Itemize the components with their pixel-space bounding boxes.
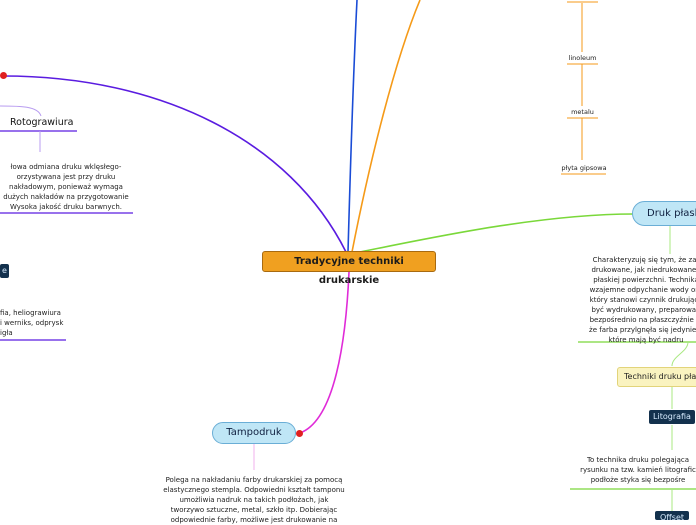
litografia-desc-line: To technika druku polegająca: [586, 456, 690, 464]
druk-desc-line: drukowane, jak niedrukowane l: [591, 266, 696, 274]
connector-rotograwiura-leaf: [0, 105, 42, 117]
topic-left-fragment[interactable]: e: [0, 264, 9, 278]
tampodruk-desc-line: Polega na nakładaniu farby drukarskiej z…: [165, 476, 343, 484]
tampodruk-desc-line: odpowiednie farby, możliwe jest drukowan…: [170, 516, 338, 524]
connector-druk-plaski: [359, 213, 635, 253]
connector-tampodruk: [299, 271, 350, 434]
litografia-desc-line: rysunku na tzw. kamień litografic: [580, 466, 696, 474]
central-topic[interactable]: Tradycyjne techniki drukarskie: [262, 251, 436, 286]
tampodruk-description: Polega na nakładaniu farby drukarskiej z…: [155, 475, 353, 525]
topic-tampodruk[interactable]: Tampodruk: [212, 422, 296, 444]
druk-desc-line: które mają być nadru: [608, 336, 684, 344]
tampodruk-desc-line: tworzywo sztuczne, metal, szkło itp. Dob…: [170, 506, 338, 514]
druk-desc-line: wzajemne odpychanie wody ora: [589, 286, 696, 294]
topic-litografia[interactable]: Litografia: [649, 410, 695, 424]
druk-desc-line: bezpośrednio na płaszczyźnie pł: [589, 316, 696, 324]
marker-dot-rotograwiura[interactable]: [0, 72, 7, 79]
material-linoleum[interactable]: linoleum: [568, 54, 597, 62]
material-metalu[interactable]: metalu: [571, 108, 594, 116]
druk-desc-line: płaskiej powierzchni. Technika: [593, 276, 696, 284]
rotograwiura-description: łowa odmiana druku wklęsłego- orzystywan…: [0, 162, 132, 212]
left-desc-line: fia, heliograwiura: [0, 309, 61, 317]
druk-desc-line: który stanowi czynnik drukujący: [589, 296, 696, 304]
subtopic-techniki-druku[interactable]: Techniki druku pła: [617, 367, 696, 387]
litografia-desc-line: podłoże styka się bezpośre: [590, 476, 686, 484]
topic-rotograwiura[interactable]: Rotograwiura: [10, 117, 74, 128]
marker-dot-tampodruk[interactable]: [296, 430, 303, 437]
druk-desc-line: Charakteryzuję się tym, że zar: [592, 256, 696, 264]
rotograwiura-desc-line: nakładowym, ponieważ wymaga: [9, 183, 123, 191]
left-desc-line: i werniks, odprysk: [0, 319, 64, 327]
topic-offset[interactable]: Offset: [655, 511, 689, 520]
rotograwiura-desc-line: Wysoka jakość druku barwnych.: [9, 203, 123, 211]
rotograwiura-desc-line: dużych nakładów na przygotowanie: [3, 193, 129, 201]
druk-desc-line: że farba przylgnęła się jedynie d: [589, 326, 696, 334]
tampodruk-desc-line: umożliwia nadruk na takich podłożach, ja…: [179, 496, 329, 504]
left-fragment-description: fia, heliograwiura i werniks, odprysk ig…: [0, 308, 70, 338]
rotograwiura-desc-line: orzystywana jest przy druku: [16, 173, 116, 181]
connector-top-blue: [347, 0, 358, 253]
topic-druk-plaski[interactable]: Druk płask: [632, 201, 696, 226]
left-desc-line: igła: [0, 329, 13, 337]
connector-subtopic: [671, 341, 689, 367]
connector-top-orange: [351, 0, 421, 253]
connector-rotograwiura: [2, 75, 347, 253]
tampodruk-desc-line: elastycznego stempla. Odpowiedni kształt…: [163, 486, 345, 494]
material-plyta-gipsowa[interactable]: płyta gipsowa: [561, 164, 607, 172]
druk-plaski-description: Charakteryzuję się tym, że zar drukowane…: [576, 255, 696, 345]
druk-desc-line: być wydrukowany, preparowan: [591, 306, 696, 314]
rotograwiura-desc-line: łowa odmiana druku wklęsłego-: [10, 163, 122, 171]
litografia-description: To technika druku polegająca rysunku na …: [568, 455, 696, 485]
